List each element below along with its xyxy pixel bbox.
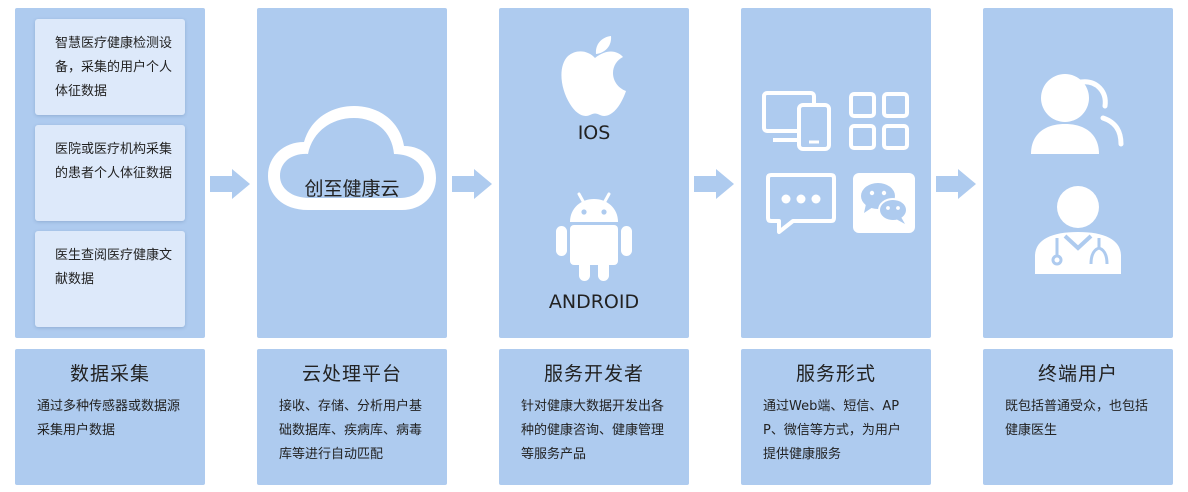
arrow-right-icon [210, 169, 250, 199]
chat-bubble-icon [766, 173, 836, 234]
column-title: 数据采集 [69, 363, 150, 385]
source-card-hospital: 医院或医疗机构采集的患者个人体征数据 [35, 125, 185, 221]
data-collection-panel: 智慧医疗健康检测设备，采集的用户个人体征数据 医院或医疗机构采集的患者个人体征数… [15, 8, 205, 338]
end-users-panel [983, 8, 1173, 338]
apple-icon [561, 36, 626, 116]
cloud-icon [268, 106, 436, 210]
wechat-icon [853, 173, 915, 233]
source-card-text: 医院或医疗机构采集的患者个人体征数据 [55, 142, 173, 181]
devices-icon [762, 91, 831, 151]
end-users-caption: 终端用户 既包括普通受众，也包括健康医生 [983, 349, 1173, 485]
doctor-icon [1035, 186, 1121, 274]
column-description: 通过Web端、短信、APP、微信等方式，为用户提供健康服务 [763, 399, 901, 462]
cloud-platform-caption: 云处理平台 接收、存储、分析用户基础数据库、疾病库、病毒库等进行自动匹配 [257, 349, 447, 485]
data-collection-caption: 数据采集 通过多种传感器或数据源采集用户数据 [15, 349, 205, 485]
service-forms-panel [741, 8, 931, 338]
android-label: ANDROID [548, 291, 640, 313]
column-title: 服务形式 [795, 363, 876, 385]
service-developers-caption: 服务开发者 针对健康大数据开发出各种的健康咨询、健康管理等服务产品 [499, 349, 689, 485]
column-title: 服务开发者 [543, 363, 644, 385]
column-title: 云处理平台 [301, 363, 402, 385]
service-forms-caption: 服务形式 通过Web端、短信、APP、微信等方式，为用户提供健康服务 [741, 349, 931, 485]
arrow-right-icon [694, 169, 734, 199]
column-description: 通过多种传感器或数据源采集用户数据 [37, 399, 181, 438]
service-developers-panel: IOS ANDROID [499, 8, 689, 338]
arrow-right-icon [936, 169, 976, 199]
arrow-right-icon [452, 169, 492, 199]
cloud-platform-panel: 创至健康云 [257, 8, 447, 338]
cloud-label: 创至健康云 [304, 178, 400, 200]
source-card-devices: 智慧医疗健康检测设备，采集的用户个人体征数据 [35, 19, 185, 115]
column-description: 接收、存储、分析用户基础数据库、疾病库、病毒库等进行自动匹配 [279, 399, 423, 462]
source-card-text: 医生查阅医疗健康文献数据 [55, 248, 173, 287]
android-icon [556, 192, 632, 281]
column-description: 既包括普通受众，也包括健康医生 [1005, 399, 1149, 438]
column-title: 终端用户 [1037, 363, 1118, 385]
ios-label: IOS [577, 122, 611, 144]
apps-grid-icon [849, 92, 909, 150]
source-card-literature: 医生查阅医疗健康文献数据 [35, 231, 185, 327]
source-card-text: 智慧医疗健康检测设备，采集的用户个人体征数据 [55, 36, 173, 99]
column-description: 针对健康大数据开发出各种的健康咨询、健康管理等服务产品 [521, 399, 665, 462]
user-icon [1031, 74, 1124, 154]
